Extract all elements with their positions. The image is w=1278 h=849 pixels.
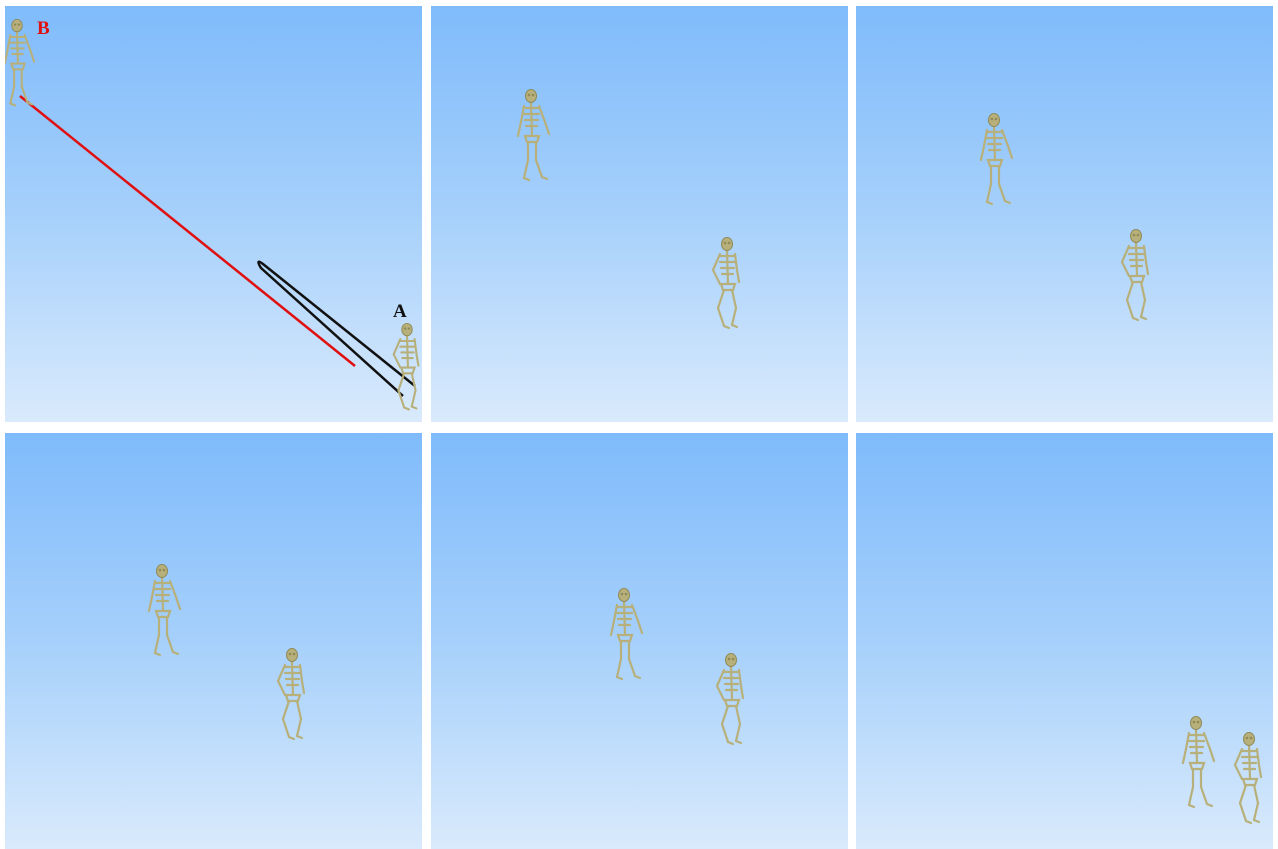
label-b: B — [37, 18, 50, 40]
label-a: A — [393, 301, 407, 323]
trajectory-overlay — [5, 6, 422, 422]
frame-1-panel: B A — [5, 6, 422, 422]
frame-6-panel — [856, 433, 1273, 849]
frame-4-panel — [5, 433, 422, 849]
path-b-line — [20, 96, 355, 366]
frame-3-panel — [856, 6, 1273, 422]
frame-2-panel — [431, 6, 848, 422]
frame-5-panel — [431, 433, 848, 849]
